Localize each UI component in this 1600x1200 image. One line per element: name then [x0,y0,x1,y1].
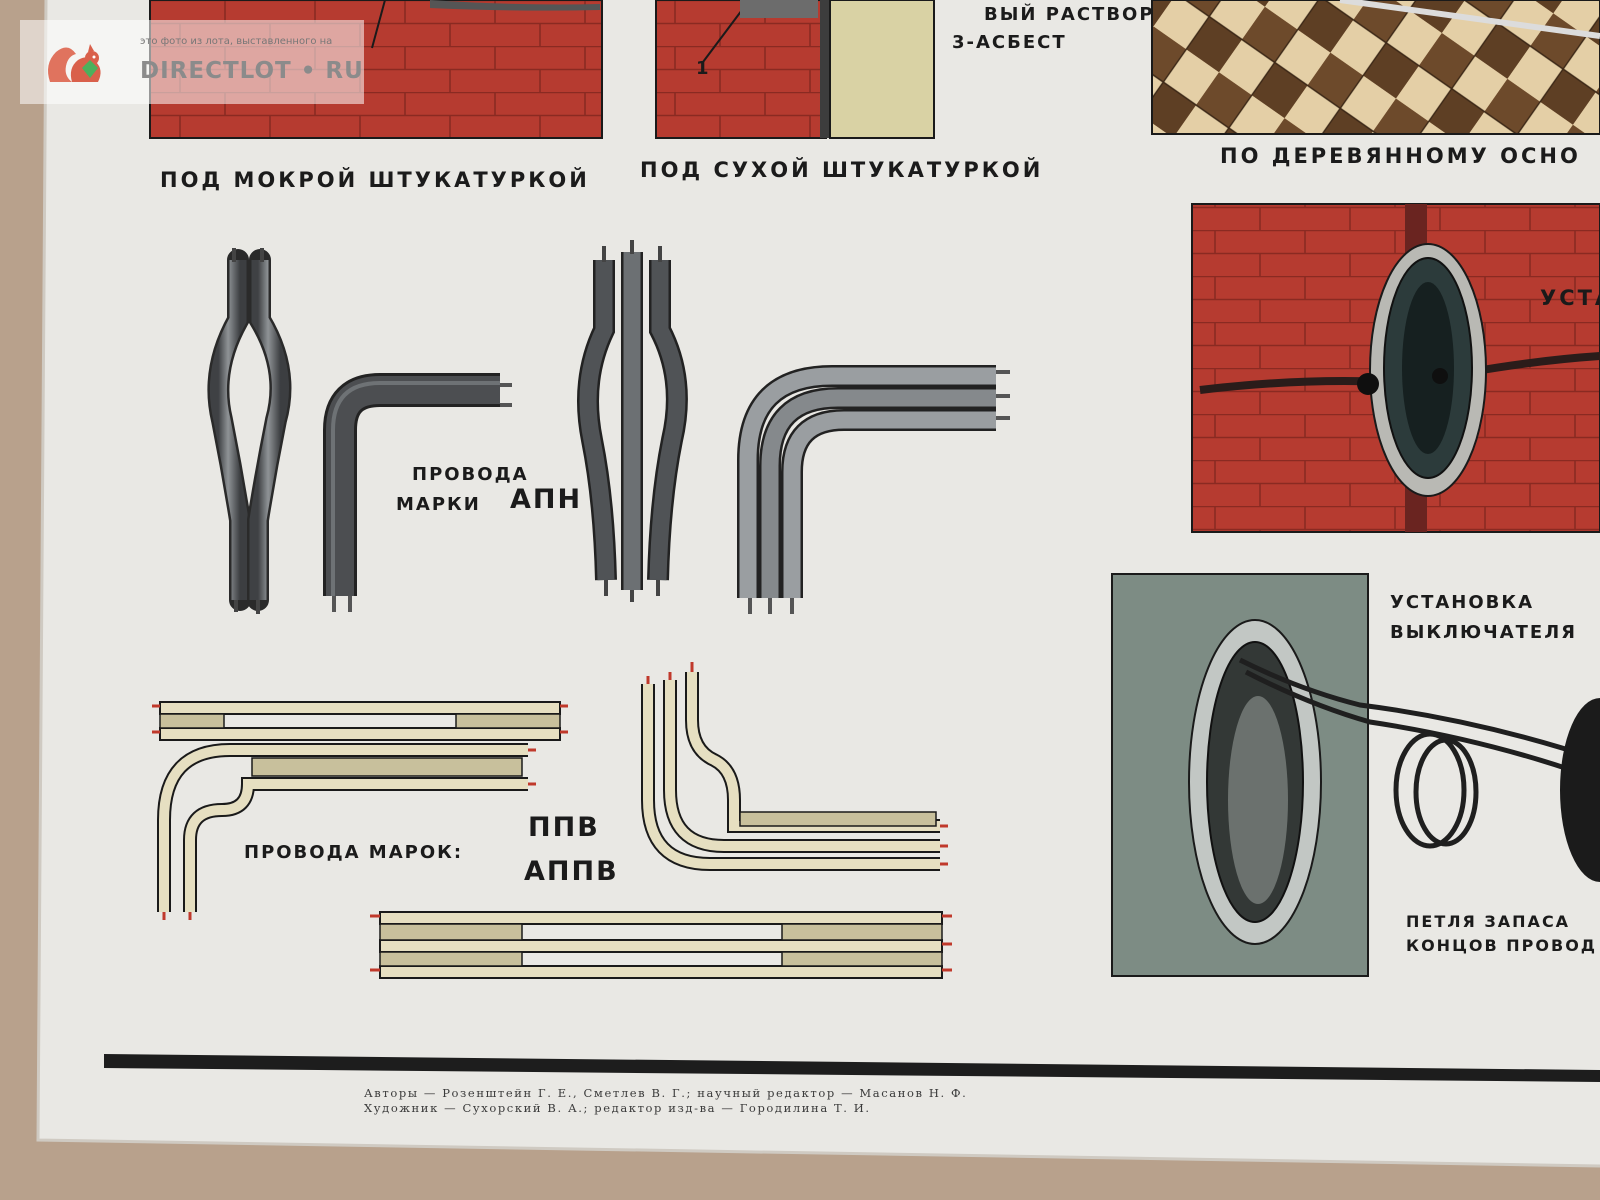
watermark-brand: DIRECTLOT • RU [140,58,364,84]
label-apn-brand: АПН [510,484,583,515]
watermark-caption: это фото из лота, выставленного на [140,36,333,47]
label-ppv-prefix: ПРОВОДА МАРОК: [244,842,464,863]
apn-wire-triple-split [577,240,688,602]
label-ppv-brand: ППВ [528,812,600,843]
label-apn-line2: МАРКИ [396,494,481,515]
sheet-shadow [36,0,1600,1168]
apn-wire-triple-bend [737,365,1010,614]
appv-flat-wire-straight [370,911,952,979]
label-loop-line2: КОНЦОВ ПРОВОД [1406,936,1598,955]
wood-base-panel [1151,0,1600,135]
bottom-rule [104,1054,1600,1082]
watermark-banner: это фото из лота, выставленного на DIREC… [20,20,364,104]
socket-install-panel [1191,203,1600,533]
ppv-flat-wire-bend [157,743,536,920]
label-dry-plaster: ПОД СУХОЙ ШТУКАТУРКОЙ [640,158,1044,182]
label-switch-line1: УСТАНОВКА [1390,592,1535,613]
label-switch-line2: ВЫКЛЮЧАТЕЛЯ [1390,622,1578,643]
squirrel-logo-icon [48,44,101,82]
label-wet-plaster: ПОД МОКРОЙ ШТУКАТУРКОЙ [160,168,590,192]
appv-flat-wire-triple-bend [641,662,948,871]
apn-wire-pair-bend [323,373,512,612]
legend-mortar: ВЫЙ РАСТВОР [984,4,1155,25]
credits-authors: Авторы — Розенштейн Г. Е., Сметлев В. Г.… [364,1086,968,1100]
label-socket-install: УСТА [1540,286,1600,310]
legend-asbestos: 3-АСБЕСТ [952,32,1067,53]
callout-number: 1 [696,58,709,79]
label-loop-line1: ПЕТЛЯ ЗАПАСА [1406,912,1571,931]
apn-wire-pair-split [207,248,292,614]
label-wood-base: ПО ДЕРЕВЯННОМУ ОСНО [1220,144,1581,168]
ppv-flat-wire-straight [152,701,568,741]
switch-install-panel [1111,573,1600,977]
label-apn-line1: ПРОВОДА [412,464,529,485]
credits-artist: Художник — Сухорский В. А.; редактор изд… [364,1101,871,1115]
dry-plaster-panel [655,0,935,139]
label-appv-brand: АППВ [524,856,619,887]
